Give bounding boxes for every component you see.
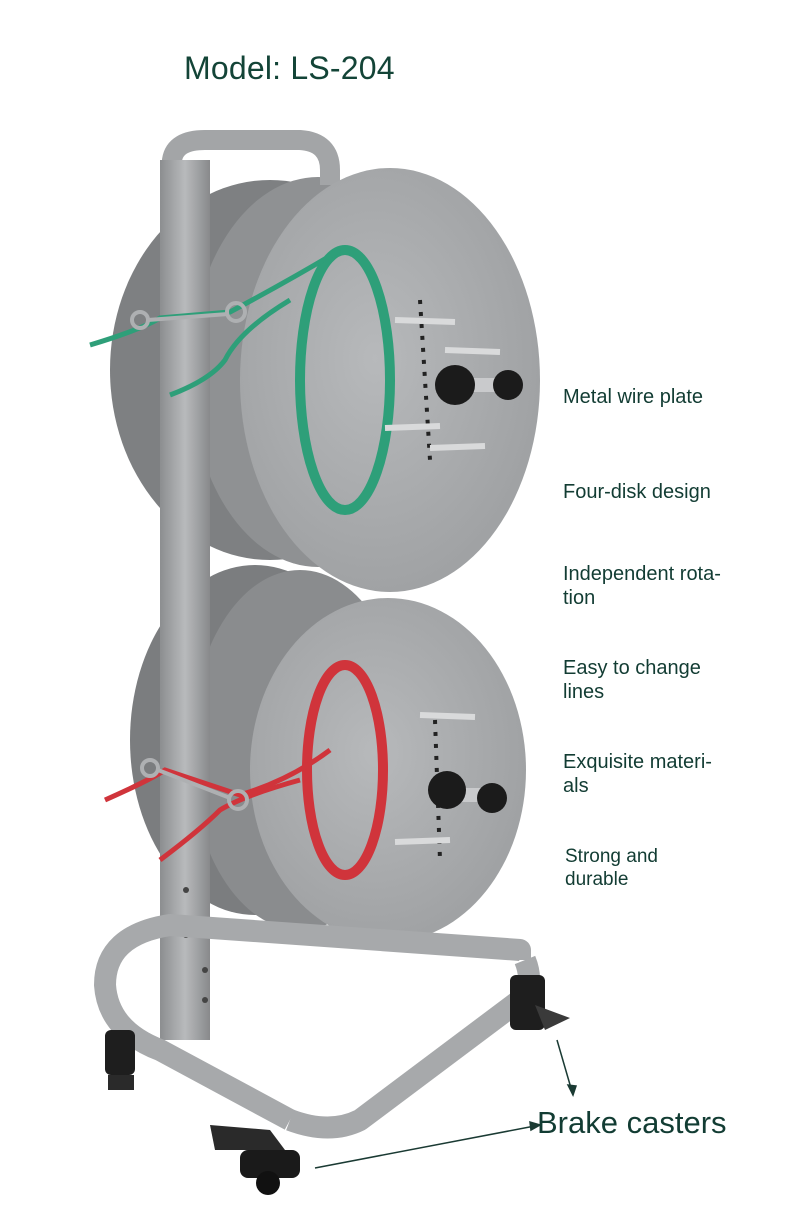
base-frame-front <box>286 955 540 1139</box>
frame-pole <box>160 160 210 1040</box>
red-wire-coil <box>302 660 388 880</box>
feature-strong-and-durable: Strong and durable <box>565 846 658 890</box>
feature-independent-rotation: Independent rota- tion <box>563 563 721 609</box>
green-wire-coil <box>295 245 395 515</box>
base-frame <box>94 914 531 1130</box>
green-wire-lead-2 <box>169 297 292 398</box>
callout-arrows <box>314 1039 578 1169</box>
brake-caster-front <box>210 1125 300 1195</box>
brake-caster-back-left <box>105 1030 135 1090</box>
feature-four-disk-design: Four-disk design <box>563 481 711 503</box>
brake-casters-label: Brake casters <box>537 1105 727 1140</box>
feature-easy-to-change-lines: Easy to change lines <box>563 657 701 703</box>
eye-bolts <box>130 301 249 811</box>
red-wire-lead-2 <box>158 777 301 862</box>
red-wire-lead-1 <box>103 747 332 803</box>
frame-handle <box>162 130 340 230</box>
lower-hub-knob <box>394 712 507 861</box>
brake-caster-back-right <box>510 975 570 1030</box>
green-wire-lead-1 <box>89 247 342 348</box>
feature-metal-wire-plate: Metal wire plate <box>563 386 704 408</box>
feature-exquisite-materials: Exquisite materi- als <box>563 751 712 797</box>
upper-hub-knob <box>384 299 523 461</box>
model-title: Model: LS-204 <box>184 50 395 86</box>
